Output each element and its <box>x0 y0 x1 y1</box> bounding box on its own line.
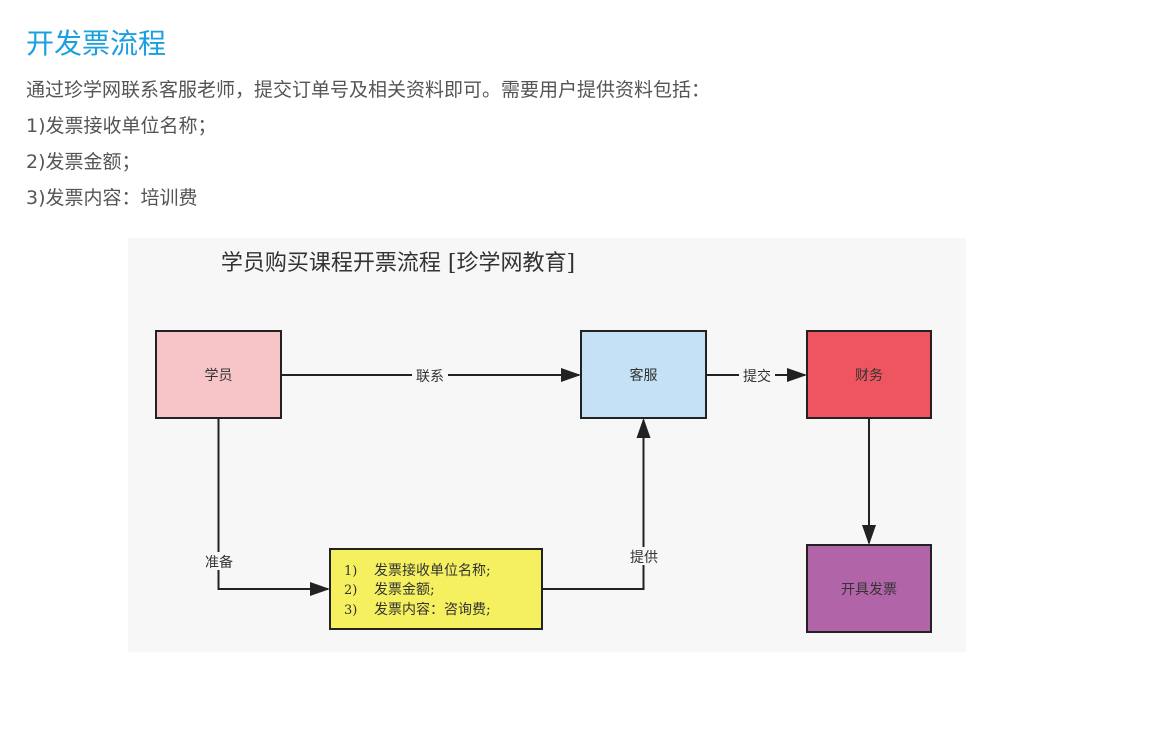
edge-submit-label: 提交 <box>743 368 771 385</box>
materials-item-3-text: 发票内容：咨询费; <box>374 601 491 618</box>
node-finance <box>806 330 932 419</box>
edge-prepare-label-bg <box>200 552 238 570</box>
materials-item-2-num: 2) <box>344 583 357 598</box>
diagram-title: 学员购买课程开票流程 [珍学网教育] <box>221 251 575 276</box>
node-invoice <box>806 544 932 633</box>
invoice-flow-diagram: 学员购买课程开票流程 [珍学网教育] 学员 客服 财务 开具发票 1) 发票接收… <box>128 238 966 652</box>
diagram-canvas: 学员购买课程开票流程 [珍学网教育] 学员 客服 财务 开具发票 1) 发票接收… <box>155 251 932 633</box>
materials-item-2-text: 发票金额; <box>374 582 435 598</box>
page-heading: 开发票流程 <box>26 27 167 60</box>
node-student <box>155 330 282 419</box>
node-materials <box>329 548 543 630</box>
node-service-label: 客服 <box>630 367 658 384</box>
edge-provide <box>542 418 651 590</box>
edge-prepare <box>217 418 330 596</box>
edge-provide-label-bg <box>625 547 663 565</box>
requirement-2: 2)发票金额； <box>26 151 141 173</box>
node-invoice-label: 开具发票 <box>841 582 897 598</box>
materials-item-1-num: 1) <box>344 564 357 579</box>
materials-item-1-text: 发票接收单位名称; <box>374 562 491 579</box>
requirement-1: 1)发票接收单位名称； <box>26 115 217 137</box>
edge-contact-label: 联系 <box>416 369 444 385</box>
requirement-3: 3)发票内容：培训费 <box>26 187 198 209</box>
edge-submit-label-bg <box>739 366 775 384</box>
intro-text: 通过珍学网联系客服老师，提交订单号及相关资料即可。需要用户提供资料包括： <box>26 79 711 101</box>
materials-item-3-num: 3) <box>344 603 357 618</box>
node-student-label: 学员 <box>205 368 233 384</box>
edge-provide-label: 提供 <box>630 550 658 566</box>
edge-prepare-label: 准备 <box>205 554 233 571</box>
node-finance-label: 财务 <box>855 368 883 384</box>
node-service <box>580 330 707 419</box>
edge-contact-label-bg <box>412 366 448 384</box>
